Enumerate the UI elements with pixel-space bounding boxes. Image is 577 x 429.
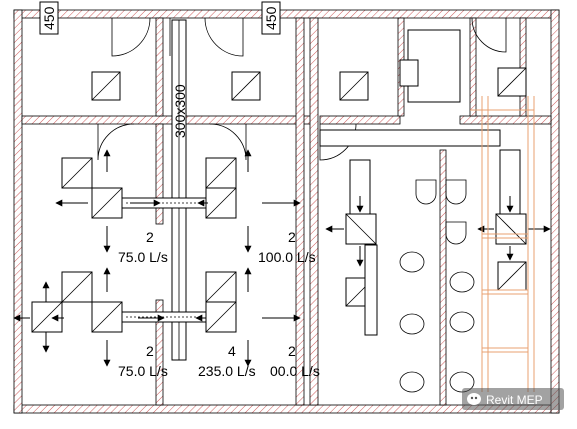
count-label-d: 4 <box>228 343 236 359</box>
watermark-text: Revit MEP <box>486 393 543 407</box>
count-label-a: 2 <box>146 229 154 245</box>
count-label-e: 2 <box>288 343 296 359</box>
chat-bubble-icon <box>467 393 481 405</box>
dim-label-mid: 450 <box>263 6 279 30</box>
flow-labels: 2 75.0 L/s 2 100.0 L/s 2 75.0 L/s 4 235.… <box>118 229 320 379</box>
fixtures <box>399 29 475 393</box>
count-label-c: 2 <box>146 343 154 359</box>
diffusers <box>31 157 527 333</box>
doors <box>97 17 507 161</box>
airflow-arrows <box>13 149 551 367</box>
flow-label-b: 100.0 L/s <box>258 249 316 265</box>
watermark: Revit MEP <box>462 388 564 410</box>
dim-label-left: 450 <box>41 6 57 30</box>
flow-label-e: 00.0 L/s <box>270 363 320 379</box>
count-label-b: 2 <box>288 229 296 245</box>
plumbing-pipes <box>470 96 535 392</box>
walls <box>13 9 560 414</box>
dimension-tags: 450 450 <box>39 1 281 35</box>
duct-size-label: 300x300 <box>172 84 188 138</box>
flow-label-d: 235.0 L/s <box>198 363 256 379</box>
main-duct: 300x300 <box>171 19 188 361</box>
flow-label-c: 75.0 L/s <box>118 363 168 379</box>
flow-label-a: 75.0 L/s <box>118 249 168 265</box>
